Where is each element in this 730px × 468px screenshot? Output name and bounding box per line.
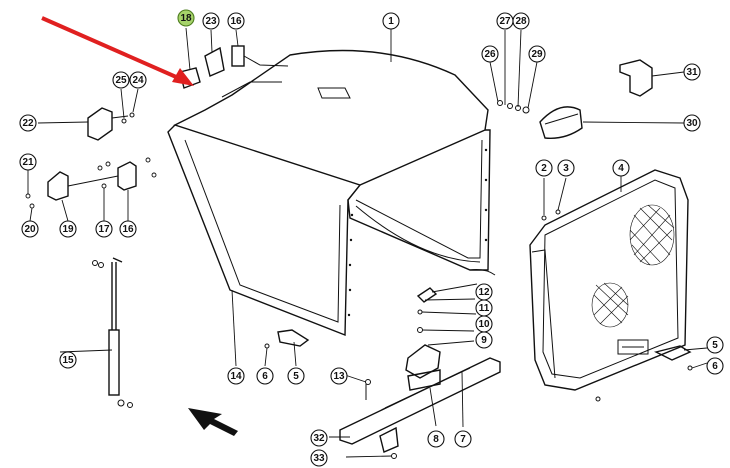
callout-number: 19 [62, 224, 74, 235]
callout-10: 10 [475, 315, 493, 333]
callout-number: 27 [499, 16, 511, 27]
callout-number: 14 [230, 371, 242, 382]
callout-27: 27 [496, 12, 514, 30]
callout-number: 5 [712, 340, 718, 351]
callout-29: 29 [528, 45, 546, 63]
callout-number: 26 [484, 49, 496, 60]
mount-bracket-assembly [339, 287, 501, 459]
callout-13: 13 [330, 367, 348, 385]
callout-31: 31 [683, 63, 701, 81]
callout-2: 2 [535, 159, 553, 177]
callout-25: 25 [112, 71, 130, 89]
hinge-bracket-part-22 [87, 107, 135, 141]
callout-number: 8 [433, 434, 439, 445]
hinge-assembly-left [25, 157, 157, 209]
leader-lines [27, 27, 708, 458]
callout-5: 5 [287, 367, 305, 385]
callout-33: 33 [310, 449, 328, 467]
callout-number: 11 [479, 303, 490, 314]
callout-number: 13 [333, 371, 345, 382]
callout-number: 25 [115, 75, 127, 86]
callout-number: 6 [712, 361, 718, 372]
callout-number: 33 [313, 453, 325, 464]
hinge-cover-part-30 [539, 106, 583, 139]
callout-5: 5 [706, 336, 724, 354]
callout-number: 17 [98, 224, 110, 235]
callout-26: 26 [481, 45, 499, 63]
callout-15: 15 [59, 351, 77, 369]
hood-cover [167, 49, 496, 337]
callout-number: 21 [22, 157, 34, 168]
gas-strut-part-15 [92, 257, 133, 408]
callout-number: 24 [132, 75, 144, 86]
callout-4: 4 [612, 159, 630, 177]
callout-7: 7 [454, 430, 472, 448]
clip-part-5-right [595, 345, 693, 402]
red-pointer-arrow [41, 16, 194, 86]
callout-30: 30 [683, 114, 701, 132]
callout-11: 11 [475, 299, 493, 317]
callout-number: 2 [541, 163, 547, 174]
callout-number: 22 [22, 118, 34, 129]
callout-number: 7 [460, 434, 466, 445]
callout-number: 15 [62, 355, 74, 366]
clip-part-5-left [264, 329, 310, 349]
callout-21: 21 [19, 153, 37, 171]
callout-32: 32 [310, 429, 328, 447]
callout-number: 31 [686, 67, 698, 78]
callout-1: 1 [382, 12, 400, 30]
bolt-stack-26-29 [497, 100, 530, 114]
callout-number: 29 [531, 49, 543, 60]
callout-17: 17 [95, 220, 113, 238]
callout-20: 20 [21, 220, 39, 238]
callout-number: 32 [313, 433, 325, 444]
callout-number: 23 [205, 16, 217, 27]
callout-number: 16 [122, 224, 134, 235]
callout-9: 9 [475, 331, 493, 349]
callout-number: 12 [478, 287, 490, 298]
side-panel-mesh [529, 169, 689, 391]
callout-number: 6 [262, 371, 268, 382]
callout-number: 20 [24, 224, 36, 235]
callout-number: 5 [293, 371, 299, 382]
callout-number: 18 [180, 13, 192, 24]
callout-19: 19 [59, 220, 77, 238]
callout-number: 1 [388, 16, 394, 27]
callout-22: 22 [19, 114, 37, 132]
callout-number: 9 [481, 335, 487, 346]
callout-28: 28 [512, 12, 530, 30]
bracket-part-23 [204, 46, 225, 77]
front-direction-arrow [188, 408, 238, 436]
callout-18: 18 [177, 9, 195, 27]
callout-16: 16 [119, 220, 137, 238]
callout-number: 16 [230, 16, 242, 27]
end-cap-part-31 [619, 59, 653, 97]
callout-number: 30 [686, 118, 698, 129]
callout-12: 12 [475, 283, 493, 301]
callout-23: 23 [202, 12, 220, 30]
callout-16: 16 [227, 12, 245, 30]
callout-number: 3 [563, 163, 569, 174]
callout-3: 3 [557, 159, 575, 177]
callout-number: 28 [515, 16, 527, 27]
callout-14: 14 [227, 367, 245, 385]
callout-number: 4 [618, 163, 624, 174]
callout-number: 10 [478, 319, 490, 330]
callout-6: 6 [256, 367, 274, 385]
callout-24: 24 [129, 71, 147, 89]
callout-8: 8 [427, 430, 445, 448]
callout-6: 6 [706, 357, 724, 375]
